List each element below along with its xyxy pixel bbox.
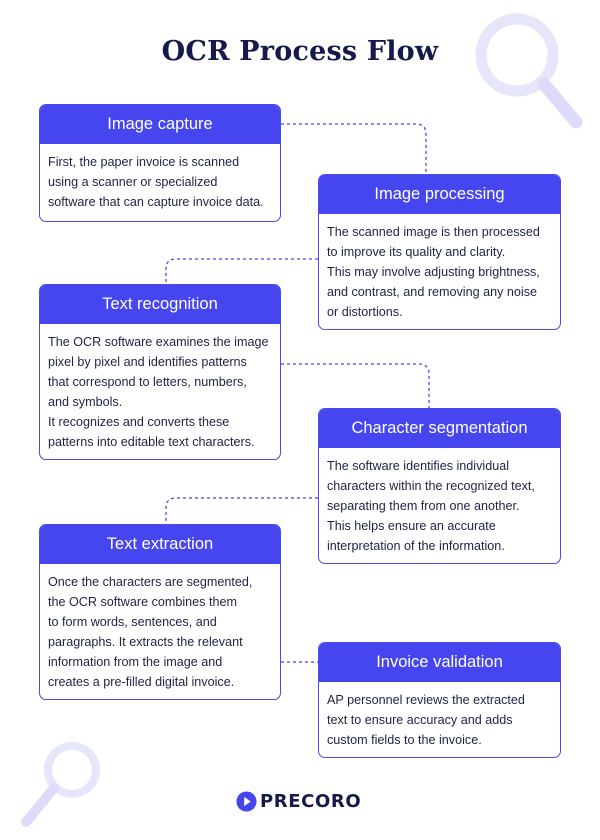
- step-text-line: pixel by pixel and identifies patterns: [48, 355, 247, 369]
- step-text-line: and contrast, and removing any noise: [327, 285, 538, 299]
- step-text-line: patterns into editable text characters.: [48, 435, 255, 449]
- magnifier-icon: [21, 742, 100, 827]
- step-text-line: This may involve adjusting brightness,: [327, 265, 540, 279]
- step-text-line: separating them from one another.: [327, 499, 520, 513]
- page-title: OCR Process Flow: [161, 36, 439, 67]
- step-title: Image processing: [319, 175, 560, 214]
- step-description: The software identifies individual chara…: [319, 448, 560, 562]
- step-card-text-recognition: Text recognition The OCR software examin…: [39, 284, 281, 460]
- magnifier-icon: [475, 13, 583, 129]
- step-text-line: the OCR software combines them: [48, 595, 237, 609]
- brand-logo[interactable]: PRECORO: [236, 789, 361, 813]
- step-text-line: This helps ensure an accurate: [327, 519, 496, 533]
- step-text-line: interpretation of the information.: [327, 539, 505, 553]
- step-card-invoice-validation: Invoice validation AP personnel reviews …: [318, 642, 561, 758]
- step-text-line: software that can capture invoice data.: [48, 195, 264, 209]
- step-text-line: that correspond to letters, numbers,: [48, 375, 247, 389]
- step-card-image-capture: Image capture First, the paper invoice i…: [39, 104, 281, 222]
- step-title: Text recognition: [40, 285, 280, 324]
- step-title: Text extraction: [40, 525, 280, 564]
- step-text-line: The software identifies individual: [327, 459, 510, 473]
- step-text-line: using a scanner or specialized: [48, 175, 218, 189]
- step-text-line: to improve its quality and clarity.: [327, 245, 506, 259]
- step-text-line: to form words, sentences, and: [48, 615, 217, 629]
- step-title: Image capture: [40, 105, 280, 144]
- step-description: First, the paper invoice is scanned usin…: [40, 144, 280, 218]
- step-text-line: First, the paper invoice is scanned: [48, 155, 240, 169]
- step-text-line: custom fields to the invoice.: [327, 733, 482, 747]
- step-title: Invoice validation: [319, 643, 560, 682]
- step-text-line: paragraphs. It extracts the relevant: [48, 635, 243, 649]
- step-text-line: characters within the recognized text,: [327, 479, 535, 493]
- step-description: The OCR software examines the image pixe…: [40, 324, 280, 458]
- step-description: Once the characters are segmented, the O…: [40, 564, 280, 698]
- connector-4-5: [165, 497, 318, 524]
- step-card-text-extraction: Text extraction Once the characters are …: [39, 524, 281, 700]
- step-text-line: The OCR software examines the image: [48, 335, 269, 349]
- step-card-character-segmentation: Character segmentation The software iden…: [318, 408, 561, 564]
- brand-name: PRECORO: [260, 790, 362, 812]
- step-description: The scanned image is then processed to i…: [319, 214, 560, 328]
- step-text-line: text to ensure accuracy and adds: [327, 713, 513, 727]
- step-text-line: and symbols.: [48, 395, 123, 409]
- connector-2-3: [165, 258, 318, 284]
- step-text-line: It recognizes and converts these: [48, 415, 230, 429]
- step-description: AP personnel reviews the extracted text …: [319, 682, 560, 756]
- step-text-line: The scanned image is then processed: [327, 225, 540, 239]
- step-text-line: Once the characters are segmented,: [48, 575, 253, 589]
- step-title: Character segmentation: [319, 409, 560, 448]
- step-text-line: or distortions.: [327, 305, 403, 319]
- step-card-image-processing: Image processing The scanned image is th…: [318, 174, 561, 330]
- play-arrow-icon: [236, 790, 257, 812]
- step-text-line: AP personnel reviews the extracted: [327, 693, 525, 707]
- step-text-line: creates a pre-filled digital invoice.: [48, 675, 235, 689]
- connector-3-4: [281, 363, 430, 408]
- connector-1-2: [281, 123, 427, 174]
- step-text-line: information from the image and: [48, 655, 223, 669]
